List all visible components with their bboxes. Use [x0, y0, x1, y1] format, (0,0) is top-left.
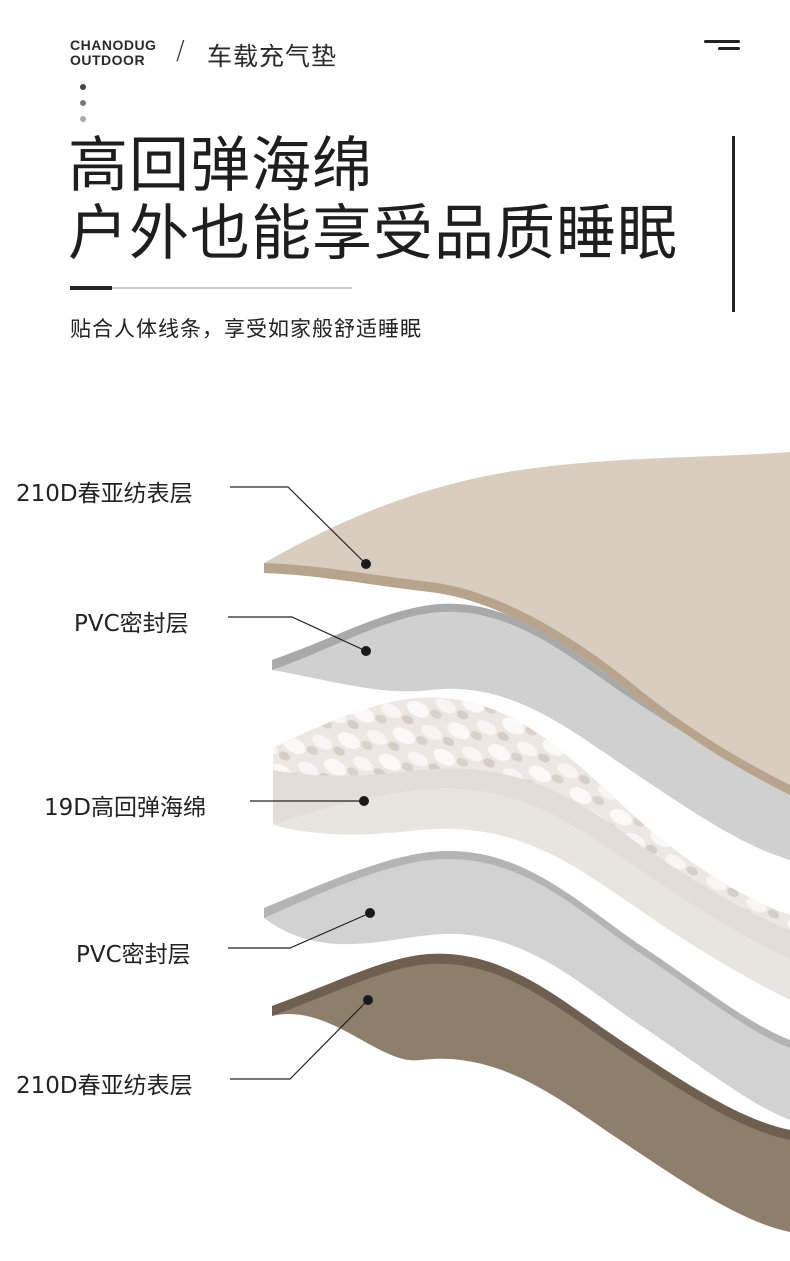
progress-dots: [80, 84, 88, 124]
header-separator: /: [176, 36, 185, 66]
layer-label-1: 210D春亚纺表层: [16, 481, 193, 507]
layer-lower-pvc: [264, 850, 790, 1120]
layer-upper-pvc: [272, 603, 790, 860]
marker-dot-5: [363, 995, 373, 1005]
leader-line-5: [230, 999, 369, 1080]
vertical-accent-bar: [732, 136, 735, 312]
headline-underline: [70, 286, 352, 290]
layer-foam: [273, 697, 790, 1000]
product-category: 车载充气垫: [207, 42, 338, 71]
marker-dot-1: [361, 559, 371, 569]
leader-line-1: [230, 486, 367, 565]
layer-top-fabric: [264, 452, 790, 795]
marker-dot-2: [361, 646, 371, 656]
layer-label-5: 210D春亚纺表层: [16, 1073, 193, 1099]
layer-label-4: PVC密封层: [76, 942, 191, 968]
menu-icon[interactable]: [704, 40, 740, 52]
brand-line-2: OUTDOOR: [70, 52, 146, 68]
leader-line-2: [228, 616, 367, 652]
marker-dot-4: [365, 908, 375, 918]
brand-line-1: CHANODUG: [70, 37, 157, 53]
layer-label-3: 19D高回弹海绵: [44, 795, 206, 821]
leader-line-4: [228, 912, 371, 949]
headline-line-2: 户外也能享受品质睡眠: [68, 199, 678, 269]
headline-line-1: 高回弹海绵: [68, 131, 373, 201]
brand-logo: CHANODUG OUTDOOR: [70, 38, 156, 68]
marker-dot-3: [359, 796, 369, 806]
layer-bottom-fabric: [272, 953, 790, 1232]
subtitle: 贴合人体线条，享受如家般舒适睡眠: [70, 317, 422, 341]
headline: 高回弹海绵 户外也能享受品质睡眠: [68, 132, 678, 268]
layer-label-2: PVC密封层: [74, 611, 189, 637]
